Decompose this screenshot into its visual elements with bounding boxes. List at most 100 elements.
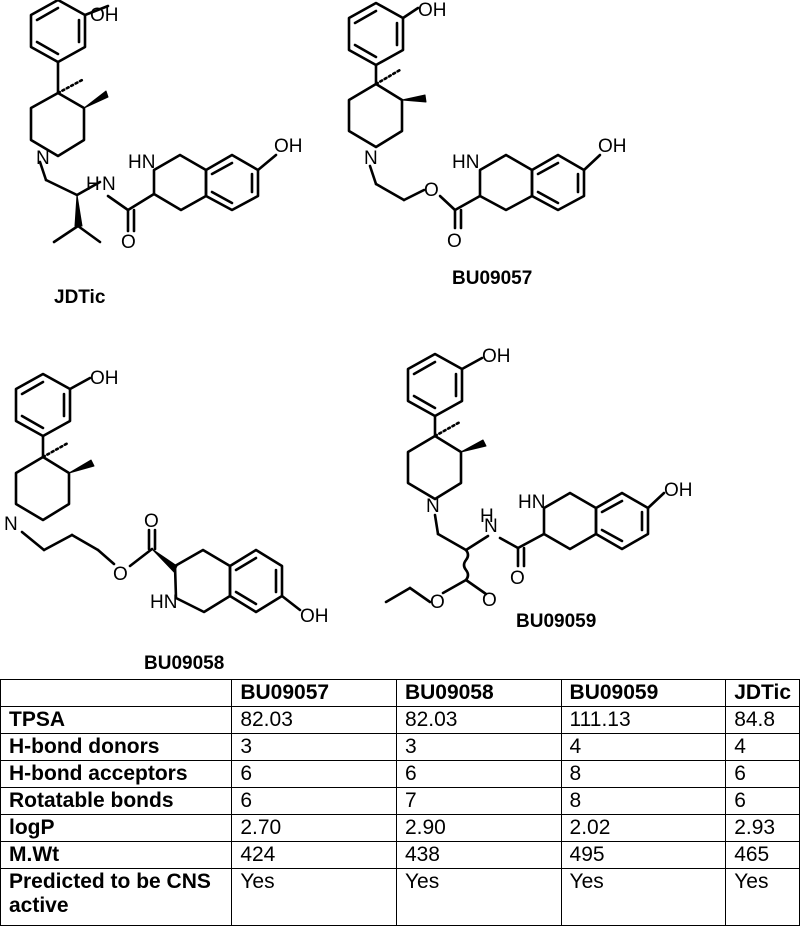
caption-bu09059: BU09059 <box>516 611 597 632</box>
table-cell: 111.13 <box>560 706 727 734</box>
jdtic-carbonyl-o-label: O <box>121 232 136 253</box>
table-cell: 7 <box>395 787 562 815</box>
table-cell: 4 <box>725 733 800 761</box>
bu09059-tic-hn-label: HN <box>518 492 545 513</box>
table-cell: 495 <box>560 841 727 869</box>
column-header: BU09058 <box>395 679 562 707</box>
table-cell: 82.03 <box>231 706 397 734</box>
bu09059-structure: OH N H N O O O HN OH <box>384 346 693 613</box>
column-header: JDTic <box>725 679 800 707</box>
table-cell: 424 <box>231 841 397 869</box>
bu09058-piperidine-ring <box>14 455 71 522</box>
row-label: TPSA <box>0 706 233 734</box>
table-corner-cell <box>0 679 233 707</box>
table-row: TPSA 82.03 82.03 111.13 84.8 <box>0 706 800 734</box>
bu09058-tic-ring <box>173 548 232 614</box>
table-cell: Yes <box>725 868 800 926</box>
table-row: M.Wt 424 438 495 465 <box>0 841 800 869</box>
jdtic-tic-aromatic-ring <box>204 153 260 212</box>
table-cell: 3 <box>231 733 397 761</box>
svg-text:N: N <box>102 174 116 195</box>
table-cell: 6 <box>725 787 800 815</box>
column-header: BU09057 <box>231 679 397 707</box>
table-cell: 6 <box>231 787 397 815</box>
row-label: H-bond donors <box>0 733 233 761</box>
caption-bu09058: BU09058 <box>144 653 225 674</box>
table-row: H-bond acceptors 6 6 8 6 <box>0 760 800 788</box>
bu09058-phenol-ring <box>14 372 72 438</box>
bu09058-carbonyl-o-label: O <box>144 511 159 532</box>
table-cell: 2.02 <box>560 814 727 842</box>
jdtic-n-label: N <box>36 148 50 169</box>
row-label: logP <box>0 814 233 842</box>
row-label: Predicted to be CNS active <box>0 868 233 926</box>
table-cell: 2.70 <box>231 814 397 842</box>
bu09057-carbonyl-o-label: O <box>447 231 462 252</box>
jdtic-tic-ring <box>152 153 208 212</box>
table-cell: 438 <box>395 841 562 869</box>
row-label: H-bond acceptors <box>0 760 233 788</box>
table-cell: 8 <box>560 760 727 788</box>
bu09059-nh-label: H <box>480 506 494 527</box>
table-row: Predicted to be CNS active Yes Yes Yes Y… <box>0 868 800 926</box>
table-cell: 6 <box>395 760 562 788</box>
bu09059-phenol-ring <box>406 352 464 418</box>
caption-bu09057: BU09057 <box>452 268 533 289</box>
table-cell: 465 <box>725 841 800 869</box>
bu09057-tic-ring <box>478 153 534 212</box>
table-cell: 6 <box>231 760 397 788</box>
jdtic-tic-hydroxyl-label: OH <box>274 136 303 157</box>
table-row: logP 2.70 2.90 2.02 2.93 <box>0 814 800 842</box>
table-cell: 6 <box>725 760 800 788</box>
bu09059-tic-ring <box>542 491 598 551</box>
bu09058-n-label: N <box>4 514 18 535</box>
bu09057-phenol-ring <box>347 1 405 67</box>
table-cell: 3 <box>395 733 562 761</box>
table-cell: 2.93 <box>725 814 800 842</box>
table-cell: 8 <box>560 787 727 815</box>
bu09059-hydroxyl-label: OH <box>482 346 511 367</box>
properties-table: BU09057 BU09058 BU09059 JDTic TPSA 82.03… <box>0 679 800 926</box>
bu09058-ester-o-label: O <box>113 564 128 585</box>
bu09058-structure: OH N O O HN OH <box>4 368 329 627</box>
table-header-row: BU09057 BU09058 BU09059 JDTic <box>0 679 800 707</box>
jdtic-phenol-ring <box>29 0 87 64</box>
bu09057-n-label: N <box>364 148 378 169</box>
bu09059-tic-hydroxyl-label: OH <box>664 480 693 501</box>
column-header: BU09059 <box>560 679 727 707</box>
bu09057-tic-hn-label: HN <box>452 152 479 173</box>
jdtic-structure: OH N H N O HN OH <box>29 0 303 253</box>
bu09057-hydroxyl-label: OH <box>418 0 447 21</box>
svg-text:N: N <box>484 516 498 537</box>
table-cell: Yes <box>560 868 727 926</box>
caption-jdtic: JDTic <box>54 287 106 308</box>
bu09059-ester-o-label: O <box>430 592 445 613</box>
table-row: Rotatable bonds 6 7 8 6 <box>0 787 800 815</box>
bu09059-piperidine-ring <box>406 434 463 501</box>
bu09057-structure: OH N O O HN OH <box>347 0 627 252</box>
bu09058-tic-hn-label: HN <box>150 592 177 613</box>
bu09057-ester-o-label: O <box>424 180 439 201</box>
table-cell: Yes <box>395 868 562 926</box>
jdtic-tic-hn-label: HN <box>128 152 155 173</box>
jdtic-hydroxyl-label: OH <box>90 5 119 26</box>
bu09057-tic-aromatic-ring <box>530 153 586 212</box>
table-cell: 82.03 <box>395 706 562 734</box>
bu09059-amide-o-label: O <box>510 568 525 589</box>
table-cell: 2.90 <box>395 814 562 842</box>
bu09057-tic-hydroxyl-label: OH <box>598 136 627 157</box>
bu09058-tic-hydroxyl-label: OH <box>300 606 329 627</box>
bu09059-n-label: N <box>426 496 440 517</box>
table-cell: Yes <box>231 868 397 926</box>
bu09059-carbonyl-o-label: O <box>482 590 497 611</box>
structures-figure: OH N H N O HN OH OH <box>4 0 693 627</box>
table-cell: 4 <box>560 733 727 761</box>
table-row: H-bond donors 3 3 4 4 <box>0 733 800 761</box>
jdtic-piperidine-ring <box>29 91 86 158</box>
bu09059-wavy-bond <box>462 548 470 582</box>
row-label: Rotatable bonds <box>0 787 233 815</box>
bu09057-piperidine-ring <box>347 82 404 149</box>
row-label: M.Wt <box>0 841 233 869</box>
jdtic-nh-label: H <box>86 174 100 195</box>
bu09059-tic-aromatic-ring <box>594 491 650 551</box>
